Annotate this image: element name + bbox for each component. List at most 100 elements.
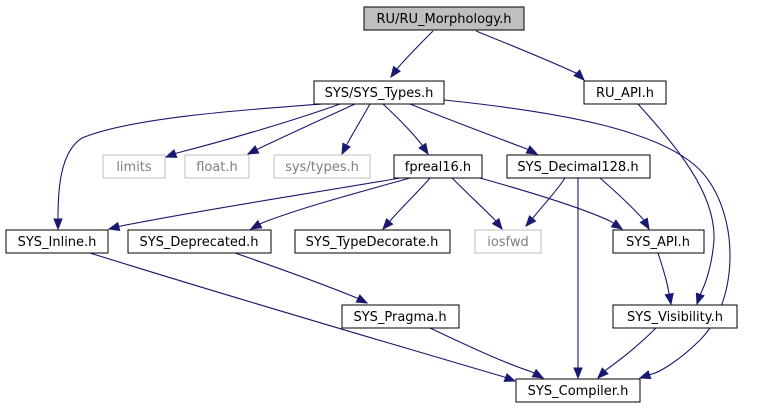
edge-line: [429, 327, 533, 373]
edge-line: [382, 103, 423, 146]
node-sys-typedecorate[interactable]: SYS_TypeDecorate.h: [294, 229, 451, 254]
edge-arrowhead: [573, 69, 585, 81]
edge-arrowhead: [597, 367, 609, 379]
edge-arrowhead: [355, 294, 369, 304]
node-label: float.h: [196, 160, 238, 175]
node-label: SYS_API.h: [626, 235, 690, 250]
edge-fpreal16-to-sys-typedecorate: [382, 177, 431, 231]
edge-arrowhead: [573, 367, 583, 380]
edge-connector: [609, 220, 614, 224]
edge-line: [637, 103, 715, 296]
edge-sys-pragma-to-sys-compiler: [429, 327, 545, 379]
edge-line: [409, 103, 528, 150]
edge-arrowhead: [638, 370, 652, 380]
edge-arrowhead: [610, 219, 624, 230]
edge-sys-types-to-sys-decimal128: [409, 103, 539, 155]
edge-line: [89, 252, 505, 378]
edge-arrowhead: [341, 142, 351, 156]
edge-ru-morphology-to-ru-api: [475, 30, 585, 81]
node-sys-deprecated[interactable]: SYS_Deprecated.h: [127, 229, 272, 254]
node-label: RU_API.h: [596, 86, 654, 101]
edge-sys-types-to-sys-types-h: [341, 103, 371, 156]
edge-arrowhead: [53, 218, 63, 231]
node-sys-types[interactable]: SYS/SYS_Types.h: [313, 80, 445, 105]
edge-ru-api-to-sys-visibility: [637, 103, 715, 306]
edge-line: [176, 103, 341, 154]
node-label: RU/RU_Morphology.h: [377, 12, 512, 27]
edge-sys-decimal128-to-sys-api: [599, 177, 650, 231]
node-label: SYS_Deprecated.h: [139, 235, 258, 250]
edge-line: [120, 177, 401, 227]
edge-sys-types-to-fpreal16: [382, 103, 429, 156]
node-sys-pragma[interactable]: SYS_Pragma.h: [341, 304, 460, 329]
edge-arrowhead: [639, 217, 650, 231]
edge-arrowhead: [249, 219, 263, 230]
edge-sys-types-to-float-h: [246, 103, 356, 155]
node-label: limits: [116, 160, 152, 175]
node-label: SYS_TypeDecorate.h: [306, 235, 439, 250]
node-label: SYS_Pragma.h: [353, 310, 446, 325]
edge-arrowhead: [390, 65, 401, 79]
edge-fpreal16-to-sys-deprecated: [249, 177, 411, 230]
edge-line: [261, 177, 411, 224]
edge-sys-types-to-limits: [164, 103, 341, 158]
edge-line: [257, 103, 356, 150]
node-ru-morphology[interactable]: RU/RU_Morphology.h: [363, 6, 525, 31]
edge-line: [599, 177, 644, 220]
node-sys-api[interactable]: SYS_API.h: [612, 229, 705, 254]
edge-line: [657, 252, 670, 294]
edge-line: [395, 30, 434, 71]
edge-arrowhead: [382, 217, 394, 231]
edge-arrowhead: [107, 221, 121, 232]
node-iosfwd[interactable]: iosfwd: [474, 229, 542, 254]
edge-arrowhead: [531, 368, 545, 379]
edge-arrowhead: [525, 145, 539, 155]
edge-sys-types-to-sys-compiler: [443, 99, 731, 380]
edge-arrowhead: [418, 142, 429, 156]
node-label: SYS_Inline.h: [18, 235, 97, 250]
edge-sys-deprecated-to-sys-pragma: [234, 252, 369, 304]
node-sys-visibility[interactable]: SYS_Visibility.h: [612, 304, 738, 329]
edge-line: [451, 177, 495, 220]
node-label: sys/types.h: [285, 160, 359, 175]
edge-arrowhead: [525, 214, 537, 228]
edge-line: [346, 103, 371, 145]
edges-layer: [53, 30, 731, 382]
node-label: SYS_Decimal128.h: [517, 160, 638, 175]
nodes-layer: RU/RU_Morphology.h SYS/SYS_Types.h RU_AP…: [5, 6, 738, 403]
edge-line: [234, 252, 358, 299]
edge-line: [532, 177, 566, 219]
edge-sys-visibility-to-sys-compiler: [597, 327, 657, 379]
node-label: iosfwd: [487, 235, 529, 250]
edge-line: [57, 103, 323, 219]
node-label: SYS/SYS_Types.h: [325, 86, 434, 101]
node-sys-compiler[interactable]: SYS_Compiler.h: [515, 378, 641, 403]
edge-sys-types-to-sys-inline: [53, 103, 323, 231]
node-sys-types-h[interactable]: sys/types.h: [273, 154, 371, 179]
edge-fpreal16-to-sys-inline: [107, 177, 401, 232]
edge-arrowhead: [664, 292, 674, 306]
node-sys-inline[interactable]: SYS_Inline.h: [5, 229, 109, 254]
edge-line: [443, 99, 731, 375]
edge-arrowhead: [491, 217, 503, 231]
edge-fpreal16-to-iosfwd: [451, 177, 503, 231]
edge-fpreal16-to-sys-api: [479, 177, 624, 230]
edge-line: [479, 177, 611, 222]
edge-arrowhead: [695, 292, 705, 306]
node-limits[interactable]: limits: [102, 154, 166, 179]
edge-sys-decimal128-to-iosfwd: [525, 177, 566, 228]
edge-sys-api-to-sys-visibility: [657, 252, 674, 306]
edge-line: [389, 177, 431, 222]
edge-arrowhead: [246, 145, 260, 155]
node-ru-api[interactable]: RU_API.h: [583, 80, 667, 105]
edge-arrowhead: [503, 372, 517, 382]
node-float-h[interactable]: float.h: [184, 154, 250, 179]
node-label: SYS_Compiler.h: [528, 384, 629, 399]
edge-arrowhead: [164, 148, 178, 158]
node-label: fpreal16.h: [405, 160, 471, 175]
edge-line: [475, 30, 579, 75]
node-sys-decimal128[interactable]: SYS_Decimal128.h: [506, 154, 651, 179]
edge-sys-decimal128-to-sys-compiler: [573, 178, 583, 380]
node-fpreal16[interactable]: fpreal16.h: [393, 154, 483, 179]
